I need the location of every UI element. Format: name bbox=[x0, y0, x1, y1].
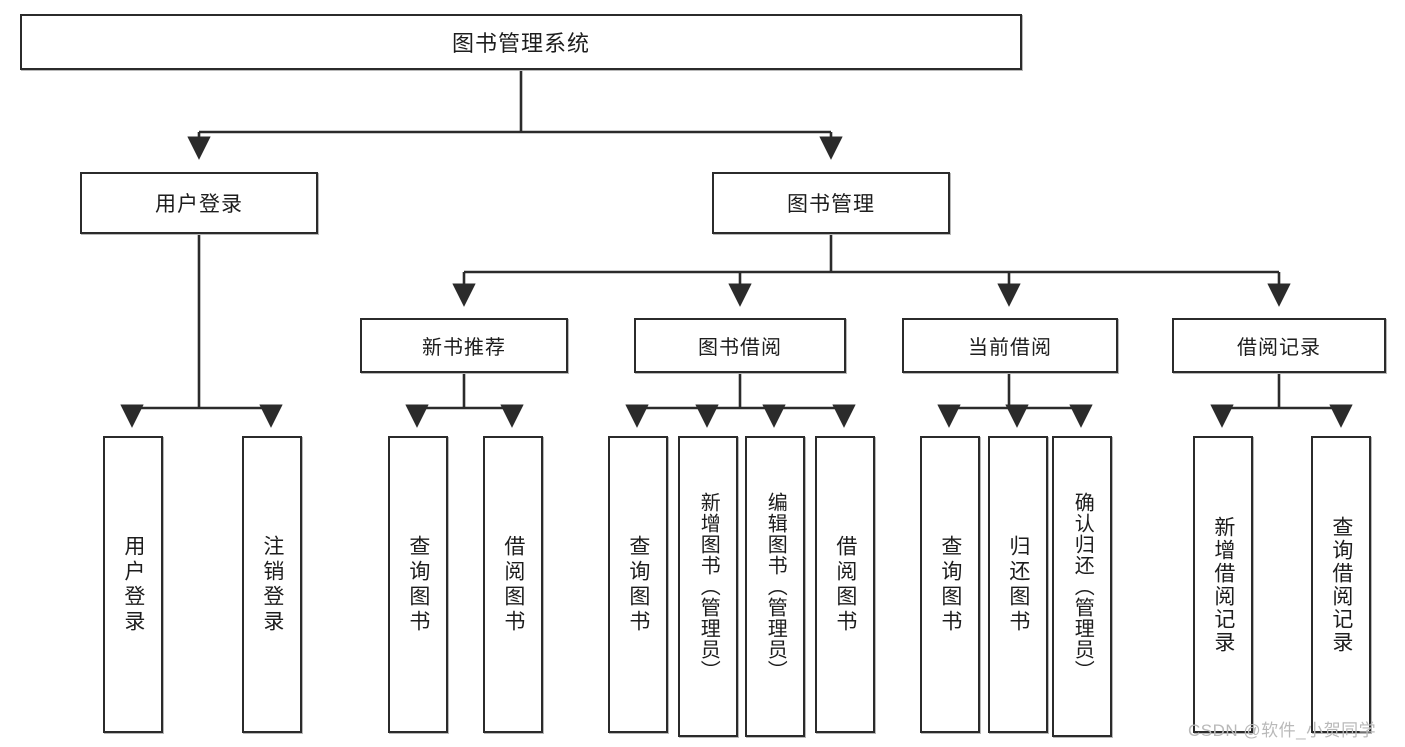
leaf-logout[interactable]: 注销登录 bbox=[242, 436, 302, 733]
leaf-query-borrow-record[interactable]: 查询借阅记录 bbox=[1311, 436, 1371, 733]
leaf-add-book-admin[interactable]: 新增图书（管理员） bbox=[678, 436, 738, 737]
leaf-edit-book-admin[interactable]: 编辑图书（管理员） bbox=[745, 436, 805, 737]
leaf-borrow-book-recommendation[interactable]: 借阅图书 bbox=[483, 436, 543, 733]
csdn-watermark: CSDN @软件_小贺同学 bbox=[1188, 721, 1377, 740]
node-user-login[interactable]: 用户登录 bbox=[80, 172, 318, 234]
leaf-confirm-return-admin[interactable]: 确认归还（管理员） bbox=[1052, 436, 1112, 737]
node-root[interactable]: 图书管理系统 bbox=[20, 14, 1022, 70]
leaf-query-book-recommendation[interactable]: 查询图书 bbox=[388, 436, 448, 733]
leaf-add-borrow-record[interactable]: 新增借阅记录 bbox=[1193, 436, 1253, 733]
node-book-borrow[interactable]: 图书借阅 bbox=[634, 318, 846, 373]
node-new-book-recommendation[interactable]: 新书推荐 bbox=[360, 318, 568, 373]
leaf-borrow-book-borrow[interactable]: 借阅图书 bbox=[815, 436, 875, 733]
leaf-user-login[interactable]: 用户登录 bbox=[103, 436, 163, 733]
leaf-return-book[interactable]: 归还图书 bbox=[988, 436, 1048, 733]
leaf-query-book-current[interactable]: 查询图书 bbox=[920, 436, 980, 733]
node-borrow-record[interactable]: 借阅记录 bbox=[1172, 318, 1386, 373]
node-current-borrow[interactable]: 当前借阅 bbox=[902, 318, 1118, 373]
leaf-query-book-borrow[interactable]: 查询图书 bbox=[608, 436, 668, 733]
node-book-manage[interactable]: 图书管理 bbox=[712, 172, 950, 234]
